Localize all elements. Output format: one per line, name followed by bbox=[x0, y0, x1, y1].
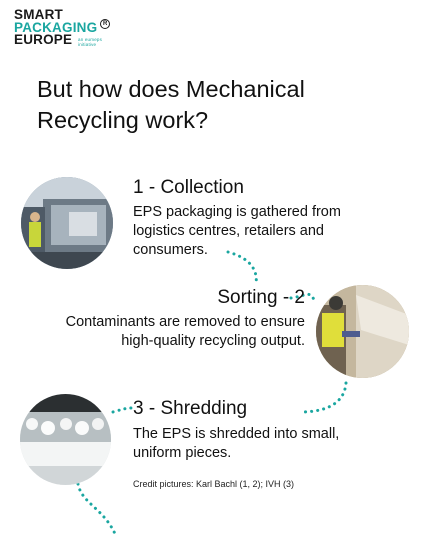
logo-line-europe: EUROPE bbox=[14, 32, 73, 47]
step-2-description: Contaminants are removed to ensure high-… bbox=[65, 314, 305, 349]
step-3-description: The EPS is shredded into small, uniform … bbox=[133, 426, 340, 461]
page-title: But how does Mechanical Recycling work? bbox=[37, 76, 305, 133]
registered-mark-icon: R bbox=[100, 18, 111, 29]
brand-logo: SMART PACKAGING R EUROPE an eumeps initi… bbox=[14, 7, 111, 47]
step-3-title: 3 - Shredding bbox=[133, 398, 248, 419]
sorting-photo bbox=[316, 285, 409, 378]
step-2-title: Sorting - 2 bbox=[217, 287, 305, 308]
logo-line-packaging: PACKAGING R bbox=[14, 18, 111, 35]
logo-packaging-text: PACKAGING bbox=[14, 19, 98, 35]
shredding-photo bbox=[20, 394, 111, 485]
step-1-description: EPS packaging is gathered from logistics… bbox=[133, 204, 341, 258]
photo-credit: Credit pictures: Karl Bachl (1, 2); IVH … bbox=[133, 479, 295, 489]
collection-photo bbox=[21, 177, 113, 269]
logo-line-smart: SMART bbox=[14, 7, 63, 22]
step-1-title: 1 - Collection bbox=[133, 177, 244, 198]
logo-tagline: an eumeps initiative bbox=[78, 37, 103, 47]
